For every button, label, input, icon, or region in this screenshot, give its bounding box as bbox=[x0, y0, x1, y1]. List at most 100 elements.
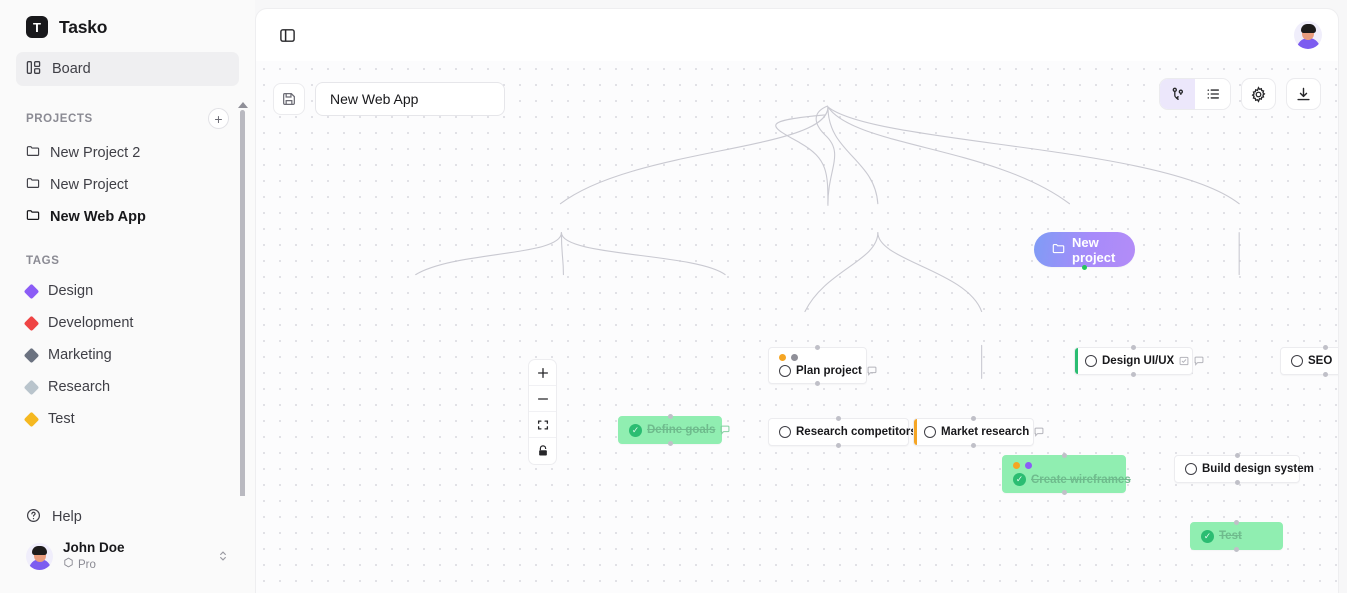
board-title-input[interactable] bbox=[315, 82, 505, 116]
main-area: New project Plan project bbox=[255, 0, 1347, 593]
node-research-competitors[interactable]: Research competitors bbox=[768, 416, 917, 448]
checkbox-icon[interactable] bbox=[779, 426, 791, 438]
lock-button[interactable] bbox=[529, 438, 556, 464]
node-define-goals[interactable]: ✓ Define goals bbox=[618, 414, 730, 446]
top-bar bbox=[256, 9, 1338, 61]
node-label: Create wireframes bbox=[1031, 473, 1131, 486]
zoom-in-button[interactable] bbox=[529, 360, 556, 386]
sidebar-item-help[interactable]: Help bbox=[16, 500, 239, 534]
node-tag-dots bbox=[1013, 462, 1115, 469]
sidebar-tag-development[interactable]: Development bbox=[16, 307, 239, 339]
sidebar-tag-label: Marketing bbox=[48, 347, 112, 363]
fit-view-button[interactable] bbox=[529, 412, 556, 438]
folder-icon bbox=[26, 176, 40, 194]
node-label: Market research bbox=[941, 426, 1030, 438]
zoom-controls bbox=[528, 359, 557, 465]
node-new-project[interactable]: New project bbox=[1034, 232, 1135, 270]
node-handle-top[interactable] bbox=[836, 416, 841, 421]
node-handle-bottom[interactable] bbox=[815, 381, 820, 386]
scroll-up-arrow-icon[interactable] bbox=[238, 102, 248, 108]
tag-color-swatch-icon bbox=[23, 379, 40, 395]
node-market-research[interactable]: Market research bbox=[913, 416, 1044, 448]
comment-icon bbox=[1034, 427, 1044, 437]
tag-dot-icon bbox=[779, 354, 786, 361]
node-plan-project[interactable]: Plan project bbox=[768, 345, 877, 386]
node-build-design-system[interactable]: Build design system bbox=[1174, 453, 1314, 485]
sidebar-project-new-project-2[interactable]: New Project 2 bbox=[16, 137, 239, 169]
node-handle-bottom[interactable] bbox=[1082, 265, 1087, 270]
chevron-updown-icon[interactable] bbox=[217, 549, 229, 565]
node-handle-bottom[interactable] bbox=[1061, 490, 1067, 495]
user-plan-label: Pro bbox=[78, 558, 96, 571]
folder-icon bbox=[1052, 242, 1065, 258]
folder-icon bbox=[26, 144, 40, 162]
completed-check-icon[interactable]: ✓ bbox=[629, 423, 642, 437]
node-handle-bottom[interactable] bbox=[1234, 480, 1240, 485]
node-handle-top[interactable] bbox=[1323, 345, 1328, 350]
sidebar-scrollbar[interactable] bbox=[238, 102, 248, 497]
folder-icon bbox=[26, 208, 40, 226]
node-handle-top[interactable] bbox=[815, 345, 820, 350]
checkbox-icon[interactable] bbox=[924, 426, 936, 438]
download-button[interactable] bbox=[1286, 78, 1321, 110]
avatar[interactable] bbox=[1294, 21, 1322, 49]
node-handle-bottom[interactable] bbox=[1131, 372, 1136, 377]
view-tree-button[interactable] bbox=[1160, 79, 1195, 109]
node-handle-top[interactable] bbox=[971, 416, 976, 421]
checkbox-icon[interactable] bbox=[1185, 463, 1197, 475]
sidebar-item-board[interactable]: Board bbox=[16, 52, 239, 86]
sidebar-project-new-project[interactable]: New Project bbox=[16, 169, 239, 201]
node-seo[interactable]: SEO bbox=[1280, 345, 1338, 377]
node-design-ui-ux[interactable]: Design UI/UX bbox=[1074, 345, 1204, 377]
tag-dot-icon bbox=[1025, 462, 1032, 469]
node-handle-top[interactable] bbox=[667, 414, 673, 419]
node-handle-bottom[interactable] bbox=[667, 441, 673, 446]
sidebar-tag-test[interactable]: Test bbox=[16, 403, 239, 435]
checkbox-icon[interactable] bbox=[779, 365, 791, 377]
node-handle-top[interactable] bbox=[1061, 453, 1067, 458]
checkbox-icon[interactable] bbox=[1085, 355, 1097, 367]
node-handle-top[interactable] bbox=[1234, 453, 1240, 458]
sidebar-tag-design[interactable]: Design bbox=[16, 275, 239, 307]
mindmap-canvas[interactable]: New project Plan project bbox=[256, 61, 1338, 593]
tasko-logo-icon: T bbox=[26, 16, 48, 38]
node-handle-bottom[interactable] bbox=[971, 443, 976, 448]
node-color-bar bbox=[1075, 348, 1078, 374]
node-handle-bottom[interactable] bbox=[1323, 372, 1328, 377]
node-handle-top[interactable] bbox=[1234, 520, 1239, 525]
sidebar-project-label: New Project bbox=[50, 177, 129, 193]
node-create-wireframes[interactable]: ✓ Create wireframes bbox=[1002, 453, 1131, 495]
node-label: New project bbox=[1072, 234, 1116, 265]
sidebar-footer: Help John Doe Pro bbox=[0, 496, 255, 593]
add-project-button[interactable]: + bbox=[208, 108, 229, 129]
checklist-icon bbox=[1179, 356, 1189, 366]
checkbox-icon[interactable] bbox=[1291, 355, 1303, 367]
help-icon bbox=[26, 508, 41, 527]
completed-check-icon[interactable]: ✓ bbox=[1201, 529, 1214, 543]
completed-check-icon[interactable]: ✓ bbox=[1013, 473, 1026, 486]
sidebar-scrollbar-thumb[interactable] bbox=[240, 110, 245, 497]
save-icon[interactable] bbox=[273, 83, 305, 115]
sidebar-tag-marketing[interactable]: Marketing bbox=[16, 339, 239, 371]
zoom-out-button[interactable] bbox=[529, 386, 556, 412]
panel-left-icon[interactable] bbox=[272, 20, 302, 50]
avatar bbox=[26, 543, 53, 571]
sidebar-project-label: New Project 2 bbox=[50, 145, 141, 161]
tag-dot-icon bbox=[791, 354, 798, 361]
user-account-switcher[interactable]: John Doe Pro bbox=[16, 534, 239, 579]
sidebar-project-new-web-app[interactable]: New Web App bbox=[16, 201, 239, 233]
sidebar: T Tasko Board PROJECTS + bbox=[0, 0, 255, 593]
settings-button[interactable] bbox=[1241, 78, 1276, 110]
sidebar-tag-label: Research bbox=[48, 379, 111, 395]
node-handle-bottom[interactable] bbox=[1234, 547, 1239, 552]
tag-color-swatch-icon bbox=[23, 411, 40, 427]
view-list-button[interactable] bbox=[1195, 79, 1230, 109]
sidebar-tag-research[interactable]: Research bbox=[16, 371, 239, 403]
node-handle-top[interactable] bbox=[1131, 345, 1136, 350]
sidebar-tag-label: Design bbox=[48, 283, 94, 299]
tag-color-swatch-icon bbox=[23, 283, 40, 299]
board-icon bbox=[26, 60, 41, 79]
node-test[interactable]: ✓ Test bbox=[1190, 520, 1283, 552]
node-handle-bottom[interactable] bbox=[836, 443, 841, 448]
